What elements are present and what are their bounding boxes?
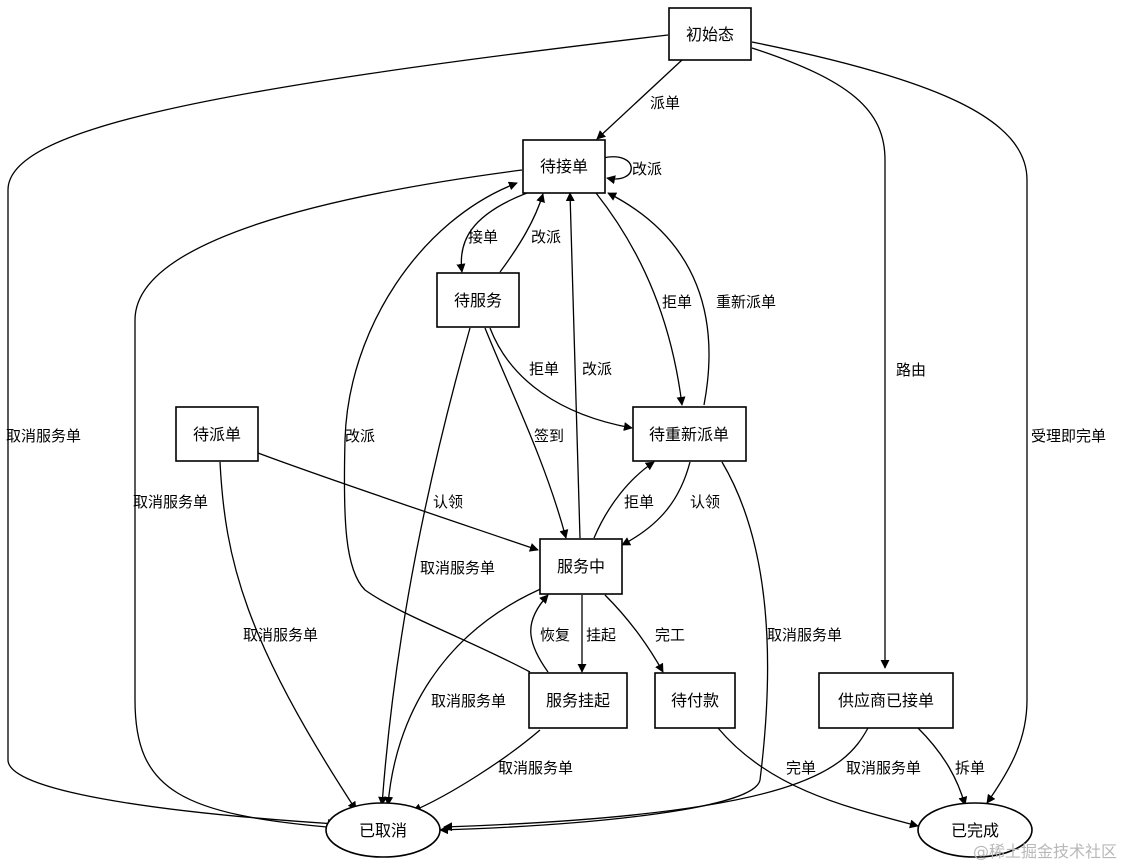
edge-redispatch-to-pending-accept bbox=[607, 192, 710, 406]
label-supplier-cancel: 取消服务单 bbox=[846, 759, 921, 777]
edge-supplier-to-cancelled bbox=[443, 727, 869, 832]
edge-pending-accept-to-pending-service bbox=[456, 192, 528, 273]
edge-in-service-to-redispatch bbox=[593, 461, 655, 539]
label-suspend: 挂起 bbox=[586, 626, 616, 644]
node-pending-dispatch[interactable]: 待派单 bbox=[175, 406, 259, 462]
node-service-suspended-label: 服务挂起 bbox=[546, 691, 610, 710]
node-pending-dispatch-label: 待派单 bbox=[193, 425, 241, 444]
edge-initial-to-cancelled bbox=[7, 34, 669, 828]
label-in-service-cancel: 取消服务单 bbox=[431, 692, 506, 710]
node-initial[interactable]: 初始态 bbox=[668, 7, 752, 61]
label-initial-cancel: 取消服务单 bbox=[6, 427, 81, 445]
edge-initial-to-pending-accept bbox=[596, 59, 683, 140]
node-pending-accept-label: 待接单 bbox=[540, 157, 588, 176]
label-dispatch-cancel-a: 取消服务单 bbox=[243, 626, 318, 644]
edge-suspended-to-cancelled bbox=[412, 729, 541, 812]
edge-redispatch-to-cancelled bbox=[439, 461, 769, 835]
label-service-reassign: 改派 bbox=[531, 228, 561, 246]
edge-pending-dispatch-to-in-service bbox=[257, 452, 539, 552]
watermark: @稀土掘金技术社区 bbox=[973, 842, 1117, 861]
node-pending-payment-label: 待付款 bbox=[671, 691, 719, 710]
label-suspended-cancel: 取消服务单 bbox=[498, 759, 573, 777]
edge-redispatch-to-in-service bbox=[621, 461, 691, 546]
label-initial-dispatch: 派单 bbox=[650, 94, 680, 112]
label-dispatch-cancel-b: 取消服务单 bbox=[133, 493, 208, 511]
label-self-reassign: 改派 bbox=[632, 160, 662, 178]
node-pending-accept[interactable]: 待接单 bbox=[522, 139, 606, 194]
label-finish-work: 完工 bbox=[655, 626, 685, 644]
edge-in-service-to-pending-payment bbox=[604, 594, 664, 673]
edge-pending-service-to-redispatch bbox=[489, 327, 633, 431]
node-supplier-accepted-label: 供应商已接单 bbox=[838, 691, 934, 710]
edge-labels: 派单 路由 受理即完单 取消服务单 改派 接单 改派 拒单 重新派单 拒单 改派… bbox=[6, 94, 1106, 777]
label-check-in: 签到 bbox=[534, 427, 564, 445]
label-split-order: 拆单 bbox=[955, 759, 985, 777]
edge-pending-service-to-pending-accept bbox=[499, 193, 545, 273]
label-reject-2: 拒单 bbox=[624, 493, 654, 511]
label-service-reject: 拒单 bbox=[529, 360, 559, 378]
edge-pending-service-to-in-service bbox=[484, 327, 569, 539]
edge-pending-accept-to-redispatch bbox=[595, 192, 686, 406]
node-completed-label: 已完成 bbox=[951, 821, 999, 840]
label-claim-2: 认领 bbox=[690, 493, 720, 511]
label-accept-order: 接单 bbox=[468, 228, 498, 246]
node-pending-service[interactable]: 待服务 bbox=[436, 272, 520, 328]
label-claim-1: 认领 bbox=[433, 493, 463, 511]
label-reject-1: 拒单 bbox=[662, 293, 692, 311]
label-redispatch-cancel: 取消服务单 bbox=[767, 626, 842, 644]
label-resume: 恢复 bbox=[540, 626, 570, 644]
edge-suspended-to-in-service bbox=[530, 594, 549, 673]
edge-initial-to-supplier bbox=[751, 47, 890, 669]
label-in-service-reassign: 改派 bbox=[582, 360, 612, 378]
node-pending-redispatch-label: 待重新派单 bbox=[649, 425, 729, 444]
edge-pending-dispatch-to-cancelled-b bbox=[134, 169, 523, 832]
edge-initial-to-completed bbox=[751, 41, 1028, 804]
label-initial-complete: 受理即完单 bbox=[1031, 427, 1106, 445]
edge-pending-service-to-cancelled bbox=[378, 327, 471, 806]
node-initial-label: 初始态 bbox=[686, 25, 734, 44]
edge-pending-payment-to-completed bbox=[717, 727, 919, 829]
node-cancelled[interactable]: 已取消 bbox=[325, 802, 441, 858]
edges bbox=[7, 34, 1028, 835]
edge-in-service-to-cancelled bbox=[384, 584, 551, 806]
edge-pending-accept-self bbox=[602, 156, 632, 185]
edge-pending-dispatch-to-cancelled-a bbox=[219, 461, 357, 811]
node-service-suspended[interactable]: 服务挂起 bbox=[528, 672, 628, 729]
label-suspend-reassign: 改派 bbox=[345, 427, 375, 445]
node-completed[interactable]: 已完成 bbox=[917, 802, 1033, 858]
label-complete-order: 完单 bbox=[786, 759, 816, 777]
edge-suspended-to-pending-accept bbox=[343, 181, 531, 673]
label-service-cancel: 取消服务单 bbox=[420, 559, 495, 577]
node-in-service[interactable]: 服务中 bbox=[539, 538, 623, 595]
label-initial-route: 路由 bbox=[896, 361, 926, 379]
edge-supplier-to-completed bbox=[917, 727, 968, 806]
node-supplier-accepted[interactable]: 供应商已接单 bbox=[818, 672, 954, 729]
node-pending-service-label: 待服务 bbox=[454, 291, 502, 310]
node-pending-redispatch[interactable]: 待重新派单 bbox=[632, 406, 747, 462]
node-pending-payment[interactable]: 待付款 bbox=[654, 672, 736, 729]
edge-in-service-to-pending-accept bbox=[565, 192, 581, 539]
nodes: 初始态 待接单 待服务 待派单 待重新派单 服务中 服务挂起 待付款 bbox=[175, 7, 1033, 858]
node-in-service-label: 服务中 bbox=[557, 557, 605, 576]
label-redispatch: 重新派单 bbox=[716, 293, 776, 311]
node-cancelled-label: 已取消 bbox=[359, 821, 407, 840]
